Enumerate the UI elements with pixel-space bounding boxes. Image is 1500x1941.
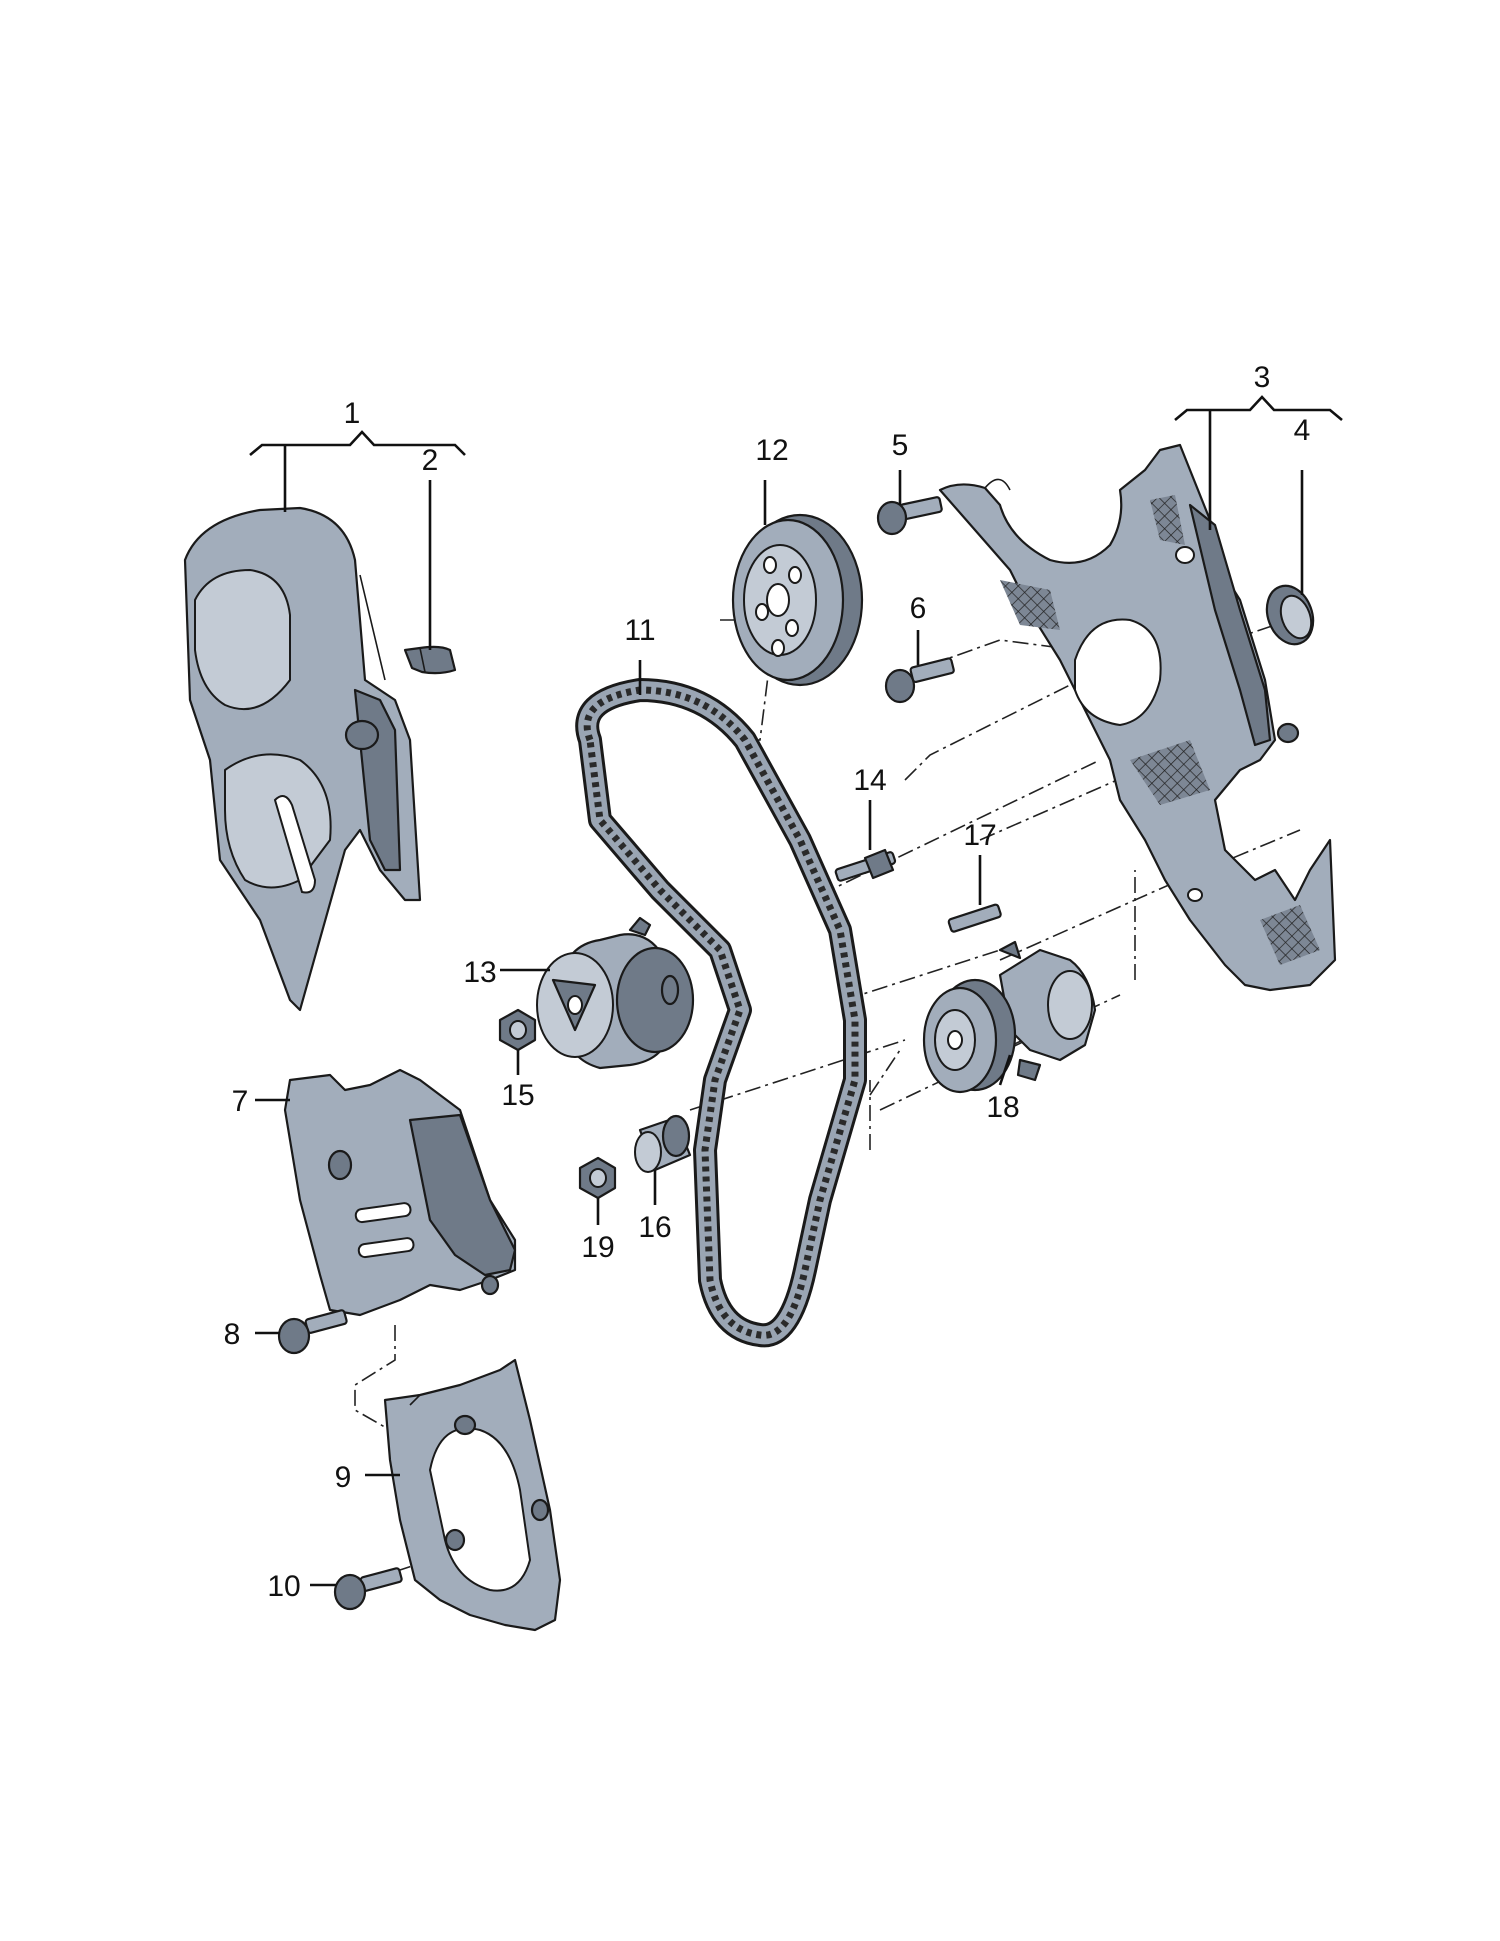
tensioner-pulley	[536, 916, 695, 1070]
sealing-plug	[1265, 584, 1315, 646]
callout-2: 2	[422, 444, 439, 477]
upper-timing-belt-cover	[183, 506, 422, 1012]
lower-timing-belt-cover	[383, 1358, 562, 1632]
rear-timing-belt-cover	[938, 443, 1337, 992]
toothed-timing-belt	[575, 678, 867, 1348]
callout-17: 17	[963, 819, 996, 852]
callout-5: 5	[892, 429, 909, 462]
callout-14: 14	[853, 764, 886, 797]
callout-10: 10	[267, 1570, 300, 1603]
leader-lines	[249, 395, 1343, 1587]
callout-18: 18	[986, 1091, 1019, 1124]
callout-6: 6	[910, 592, 927, 625]
callout-9: 9	[335, 1461, 352, 1494]
stud-17	[947, 903, 1002, 933]
callout-12: 12	[755, 434, 788, 467]
spacer-sleeve	[634, 1114, 692, 1173]
bolt-10	[333, 1567, 403, 1611]
callout-11: 11	[624, 614, 655, 647]
callout-13: 13	[463, 956, 496, 989]
bolt-5	[876, 496, 943, 536]
callout-19: 19	[581, 1231, 614, 1264]
callout-3: 3	[1254, 361, 1271, 394]
bolt-8	[277, 1309, 348, 1355]
stud-14	[834, 848, 897, 882]
callout-8: 8	[224, 1318, 241, 1351]
callout-15: 15	[501, 1079, 534, 1112]
centre-timing-belt-cover	[283, 1068, 517, 1317]
retaining-clip	[403, 645, 457, 675]
callout-16: 16	[638, 1211, 671, 1244]
callout-labels: 1 2 3 4 5 6 7 8 9 10 11 12 13 14 15 16 1…	[224, 361, 1311, 1603]
coolant-pump	[922, 940, 1097, 1094]
camshaft-sprocket	[731, 513, 864, 687]
callout-7: 7	[232, 1085, 249, 1118]
bolt-6	[884, 657, 955, 704]
nut-15	[498, 1008, 537, 1052]
nut-19	[578, 1156, 617, 1200]
callout-1: 1	[344, 397, 361, 430]
callout-4: 4	[1294, 414, 1311, 447]
